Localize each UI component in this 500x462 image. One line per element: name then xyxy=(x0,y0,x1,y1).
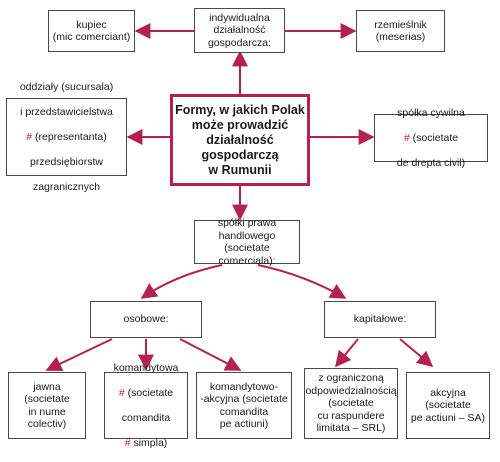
spolki-prawa-box: spółki prawa handlowego (societate comer… xyxy=(194,217,300,267)
spolka-cywilna-line-2: (societate xyxy=(412,131,459,144)
oddzialy-line-3: (representanta) xyxy=(34,130,107,143)
oddzialy-line-4: przedsiębiorstw xyxy=(30,155,103,168)
spolka-cywilna-text: spółka cywilna # (societate de drepta ci… xyxy=(397,94,465,182)
akcyjna-label: akcyjna (societate pe actiuni – SA) xyxy=(410,386,486,424)
arrow-to-kapitalowe xyxy=(257,264,347,299)
hash-icon: # xyxy=(124,436,131,449)
jawna-box: jawna (societate in nume colectiv) xyxy=(8,372,86,439)
spolka-cywilna-line-2-wrap: # (societate xyxy=(397,132,465,145)
spolka-cywilna-line-3: de drepta civil) xyxy=(396,156,466,169)
rzemieslnik-box: rzemieślnik (meserias) xyxy=(356,10,445,52)
arrow-to-akcyjna xyxy=(399,338,434,368)
komandytowa-line-4: simpla) xyxy=(133,436,168,449)
z-ograniczona-label: z ograniczoną odpowiedzialnością (societ… xyxy=(305,372,397,435)
indywidualna-box: indywidualna działalność gospodarcza: xyxy=(194,8,285,53)
arrow-to-z-ograniczona xyxy=(334,338,359,368)
main-box: Formy, w jakich Polak może prowadzić dzi… xyxy=(170,94,310,186)
main-title: Formy, w jakich Polak może prowadzić dzi… xyxy=(175,102,305,177)
komandytowa-line-4-wrap: # simpla) xyxy=(114,437,179,450)
kupiec-label: kupiec (mic comerciant) xyxy=(52,18,131,44)
oddzialy-line-5: zagranicznych xyxy=(32,180,101,193)
rzemieslnik-label: rzemieślnik (meserias) xyxy=(374,18,427,44)
spolka-cywilna-box: spółka cywilna # (societate de drepta ci… xyxy=(374,107,488,169)
indywidualna-label: indywidualna działalność gospodarcza: xyxy=(207,11,272,49)
komandytowo-akcyjna-label: komandytowo- -akcyjna (societate comandi… xyxy=(200,380,288,431)
oddzialy-box: oddziały (sucursala) i przedstawicielstw… xyxy=(6,81,127,193)
komandytowo-akcyjna-box: komandytowo- -akcyjna (societate comandi… xyxy=(196,372,292,439)
arrows-layer xyxy=(45,23,434,372)
komandytowa-line-2-wrap: # (societate xyxy=(114,387,179,400)
komandytowa-line-3: comandita xyxy=(121,411,171,424)
komandytowa-line-1: komandytowa xyxy=(113,361,179,374)
arrow-to-komandytowo-akcyjna xyxy=(179,338,242,371)
spolka-cywilna-line-1: spółka cywilna xyxy=(397,106,465,119)
hash-icon: # xyxy=(403,131,410,144)
kupiec-box: kupiec (mic comerciant) xyxy=(48,10,135,52)
hash-icon: # xyxy=(118,386,125,399)
osobowe-label: osobowe: xyxy=(123,313,169,326)
akcyjna-box: akcyjna (societate pe actiuni – SA) xyxy=(406,372,490,439)
arrow-to-osobowe xyxy=(140,264,223,299)
jawna-label: jawna (societate in nume colectiv) xyxy=(24,380,70,431)
osobowe-box: osobowe: xyxy=(90,301,202,338)
komandytowa-line-2: (societate xyxy=(127,386,174,399)
oddzialy-line-2: i przedstawicielstwa xyxy=(20,105,113,118)
z-ograniczona-box: z ograniczoną odpowiedzialnością (societ… xyxy=(304,368,398,439)
spolki-prawa-label: spółki prawa handlowego (societate comer… xyxy=(217,217,277,267)
arrow-to-jawna xyxy=(45,338,113,372)
oddzialy-line-1: oddziały (sucursala) xyxy=(19,80,114,93)
komandytowa-box: komandytowa # (societate comandita # sim… xyxy=(104,362,188,449)
oddzialy-line-3-wrap: # (representanta) xyxy=(20,131,113,144)
komandytowa-text: komandytowa # (societate comandita # sim… xyxy=(114,349,179,462)
hash-icon: # xyxy=(26,130,33,143)
kapitalowe-box: kapitałowe: xyxy=(324,301,436,338)
oddzialy-text: oddziały (sucursala) i przedstawicielstw… xyxy=(20,68,113,206)
kapitalowe-label: kapitałowe: xyxy=(353,313,407,326)
